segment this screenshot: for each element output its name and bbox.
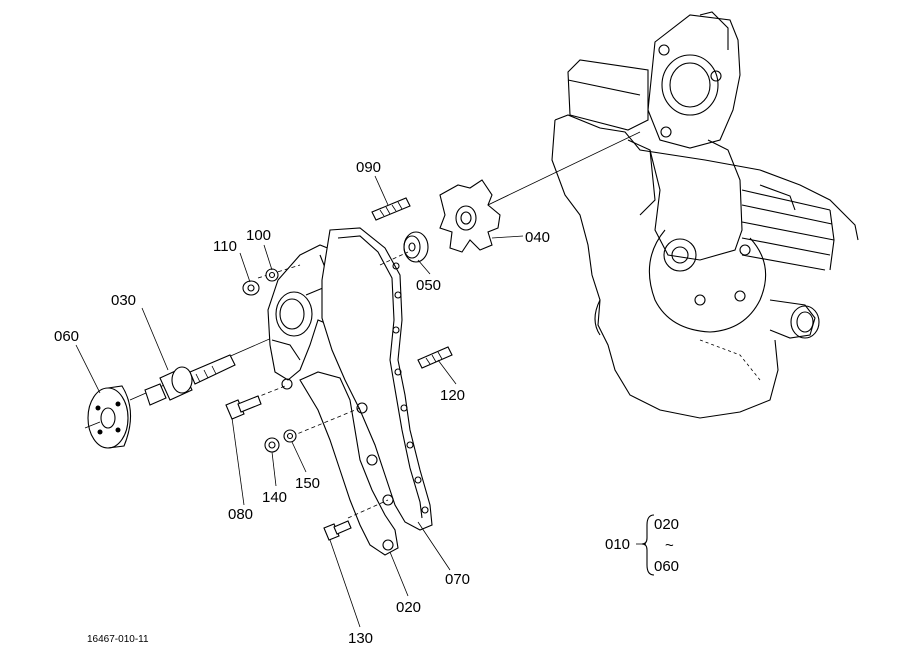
bolt-080	[225, 395, 262, 420]
label-060: 060	[54, 328, 79, 345]
bearing-shaft-030	[129, 329, 291, 406]
label-010: 010	[605, 536, 630, 553]
label-020: 020	[396, 599, 421, 616]
label-110: 110	[213, 238, 237, 255]
assembly-lines	[254, 251, 409, 519]
assembly-group-legend: 010 020 ~ 060	[605, 514, 679, 576]
label-030: 030	[111, 292, 136, 309]
label-050: 050	[416, 277, 441, 294]
seal-050	[403, 231, 429, 263]
label-120: 120	[440, 387, 465, 404]
label-070: 070	[445, 571, 470, 588]
leader-lines	[75, 175, 524, 628]
label-090: 090	[356, 159, 381, 176]
label-group-020: 020	[654, 516, 679, 533]
cover-plate-and-gasket	[299, 227, 433, 556]
label-040: 040	[525, 229, 550, 246]
nut-140	[264, 437, 280, 453]
washer-100	[265, 268, 279, 282]
impeller-040	[439, 179, 501, 253]
group-range-separator: ~	[665, 537, 674, 554]
bolt-130	[323, 520, 352, 541]
label-group-060: 060	[654, 558, 679, 575]
stud-090	[371, 197, 411, 221]
washer-150	[283, 429, 297, 443]
nut-110	[242, 280, 260, 296]
hub-060	[84, 385, 132, 449]
part-labels: 090 110 100 040 050 030 060 120 080 140 …	[54, 159, 550, 647]
drawing-number: 16467-010-11	[87, 634, 149, 645]
label-140: 140	[262, 489, 287, 506]
label-100: 100	[246, 227, 271, 244]
engine-block	[551, 11, 859, 419]
stud-120	[417, 346, 453, 369]
label-080: 080	[228, 506, 253, 523]
label-130: 130	[348, 630, 373, 647]
label-150: 150	[295, 475, 320, 492]
